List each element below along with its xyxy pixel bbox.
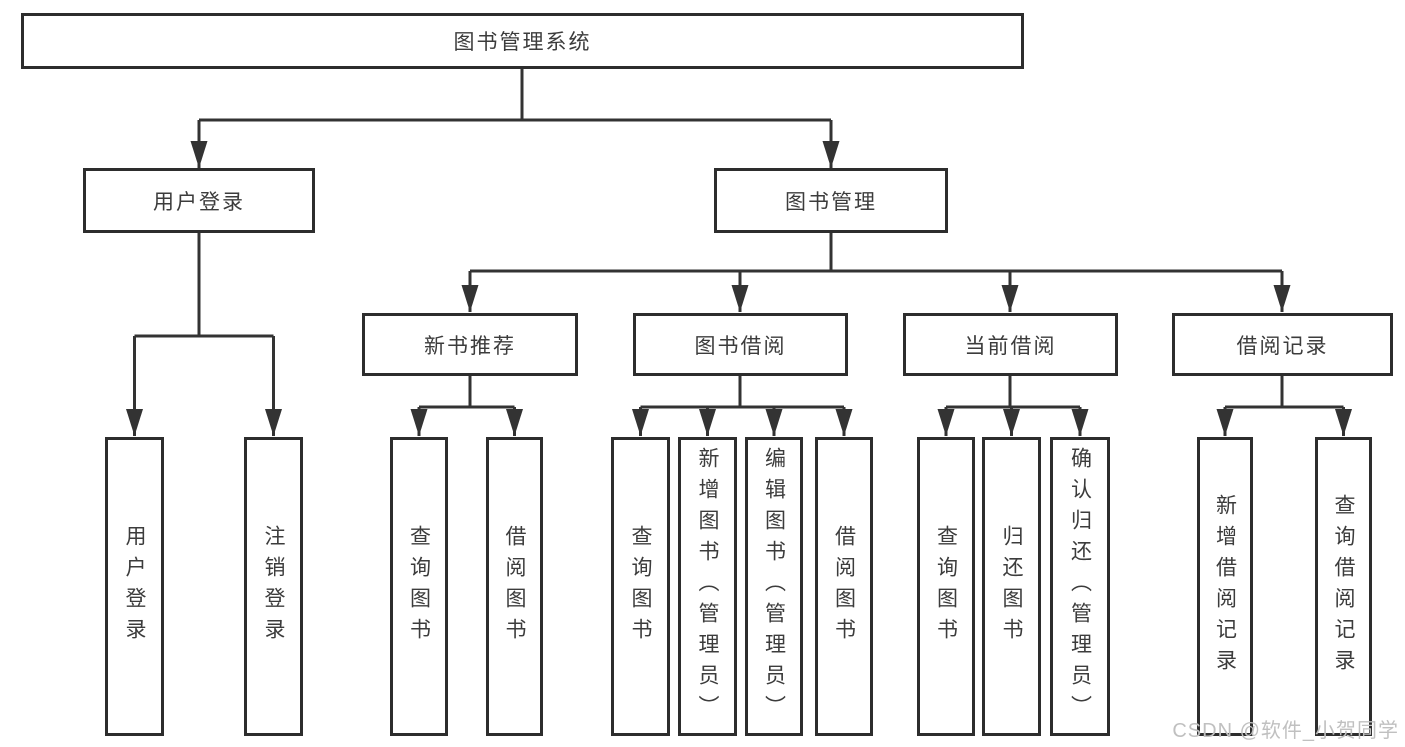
- node-label: 查询图书: [407, 524, 431, 649]
- node-label: 用户登录: [153, 190, 245, 214]
- node-label: 新书推荐: [424, 334, 516, 358]
- leaf-borrow-book: 借阅图书: [815, 437, 873, 736]
- leaf-query-borrow-record: 查询借阅记录: [1315, 437, 1372, 736]
- connector-stems: [134, 69, 1344, 409]
- node-label: 注销登录: [262, 524, 285, 649]
- node-label: 新增图书（管理员）: [696, 447, 719, 726]
- leaf-query-book-borrow: 查询图书: [611, 437, 670, 736]
- node-label: 借阅图书: [503, 524, 526, 649]
- node-label: 图书借阅: [694, 334, 787, 358]
- node-user-login: 用户登录: [83, 168, 315, 233]
- leaf-edit-book-admin: 编辑图书（管理员）: [745, 437, 803, 736]
- node-label: 确认归还（管理员）: [1068, 447, 1092, 726]
- node-label: 借阅图书: [832, 524, 856, 649]
- leaf-logout: 注销登录: [244, 437, 303, 736]
- leaf-add-borrow-record: 新增借阅记录: [1197, 437, 1253, 736]
- leaf-add-book-admin: 新增图书（管理员）: [678, 437, 737, 736]
- csdn-watermark: CSDN @软件_小贺同学: [1172, 720, 1399, 742]
- node-label: 图书管理系统: [453, 31, 592, 54]
- leaf-query-book-recommend: 查询图书: [390, 437, 448, 736]
- node-label: 图书管理: [785, 190, 877, 214]
- leaf-confirm-return-admin: 确认归还（管理员）: [1050, 437, 1110, 736]
- node-new-book-recommend: 新书推荐: [362, 313, 578, 376]
- node-root-system: 图书管理系统: [21, 13, 1024, 69]
- node-label: 编辑图书（管理员）: [762, 447, 786, 726]
- node-label: 查询图书: [629, 524, 652, 649]
- node-label: 归还图书: [1000, 524, 1023, 649]
- node-book-management: 图书管理: [714, 168, 948, 233]
- leaf-user-login: 用户登录: [105, 437, 164, 736]
- node-label: 查询图书: [934, 524, 958, 649]
- node-label: 用户登录: [123, 524, 146, 649]
- node-label: 查询借阅记录: [1332, 493, 1355, 680]
- leaf-query-book-current: 查询图书: [917, 437, 975, 736]
- node-borrow-records: 借阅记录: [1172, 313, 1393, 376]
- node-label: 当前借阅: [964, 334, 1057, 358]
- node-book-borrow: 图书借阅: [633, 313, 848, 376]
- leaf-borrow-book-recommend: 借阅图书: [486, 437, 543, 736]
- node-label: 新增借阅记录: [1213, 493, 1237, 680]
- node-current-borrow: 当前借阅: [903, 313, 1118, 376]
- leaf-return-book: 归还图书: [982, 437, 1041, 736]
- node-label: 借阅记录: [1236, 334, 1329, 358]
